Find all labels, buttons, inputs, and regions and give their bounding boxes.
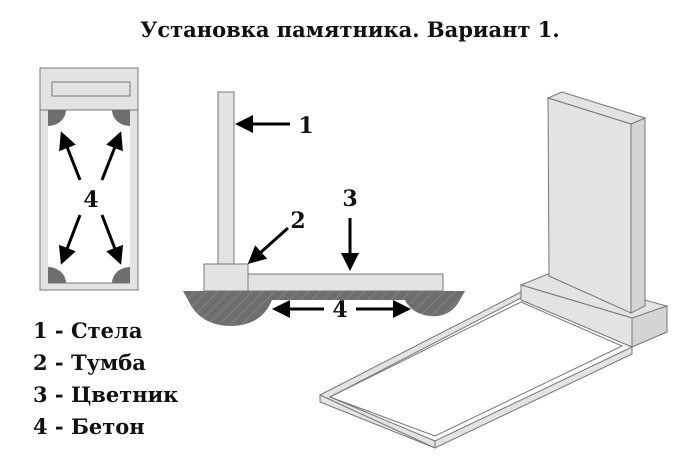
plan-stela [51,81,131,97]
page-title: Установка памятника. Вариант 1. [140,17,559,42]
plan-label-4: 4 [83,187,98,213]
label-3: 3 [342,186,357,212]
plan-concrete-bl [48,267,66,283]
plan-concrete-tr [112,110,130,126]
tumba-side [203,263,249,292]
label-4: 4 [332,297,347,323]
stela-front [547,97,632,314]
stela-side [217,91,235,266]
monument-3d [318,91,669,449]
arrow-bl [58,214,82,265]
plan-view: 4 [39,67,139,291]
label-1: 1 [298,113,313,139]
frame-outer [319,297,634,449]
arrow-2 [247,226,290,265]
flowerbed-side [247,273,444,292]
concrete-footings [183,291,465,326]
base-side [631,305,668,348]
arrow-tl [59,131,82,181]
legend-item-1: 1 - Стела [33,318,143,343]
arrow-tr [100,131,123,181]
plan-concrete-br [112,267,130,283]
plan-concrete-tl [48,110,66,126]
legend-item-2: 2 - Тумба [33,350,146,375]
legend: 1 - Стела 2 - Тумба 3 - Цветник 4 - Бето… [33,318,178,439]
side-view: 1 2 3 4 [183,91,465,326]
legend-item-3: 3 - Цветник [33,382,178,407]
stela-side [630,117,646,314]
legend-item-4: 4 - Бетон [33,414,145,439]
arrow-br [100,214,124,265]
label-2: 2 [290,208,305,234]
